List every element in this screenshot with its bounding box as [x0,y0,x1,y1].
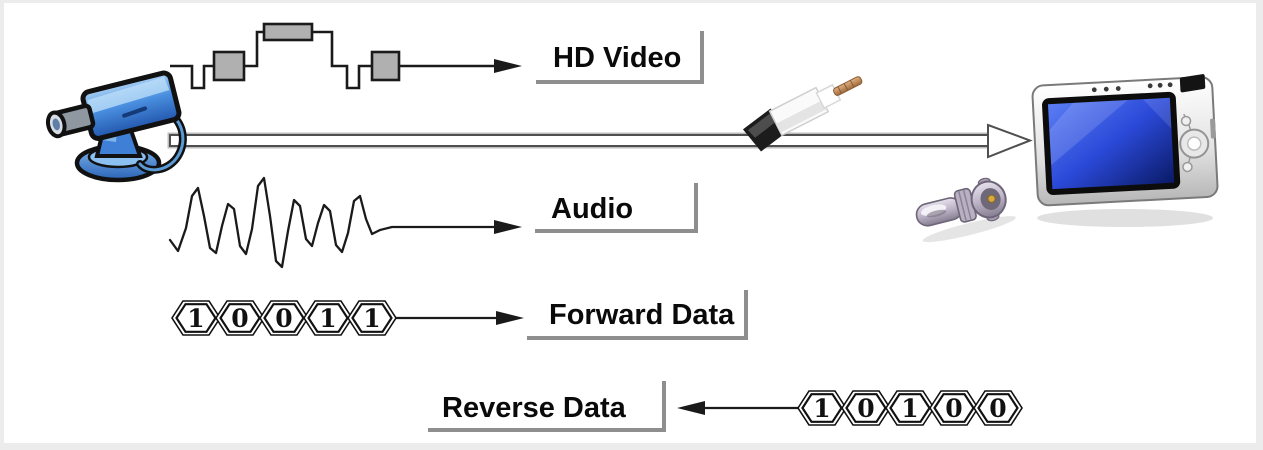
bnc-center-pin [987,194,996,203]
long-transmission-arrow [167,123,1033,159]
signal-block [262,22,314,42]
bit-hexagon: 0 [215,300,265,336]
bit-hexagon: 1 [171,300,221,336]
reverse-data-label-text: Reverse Data [442,392,626,424]
coax-cable-icon [742,76,863,152]
arrowhead-hollow [987,123,1033,159]
bit-hexagon: 1 [303,300,353,336]
bit-value: 0 [275,304,292,333]
bit-value: 1 [187,304,204,333]
bit-hexagon: 1 [797,390,847,426]
bit-hexagon: 0 [973,390,1023,426]
bit-hexagon: 1 [885,390,935,426]
monitor-side-button [1210,118,1216,139]
bit-value: 0 [989,394,1006,423]
arrowhead [496,311,524,325]
forward-bits: 1 0 0 1 1 [171,300,524,336]
monitor-top-buttons [1091,82,1173,93]
arrowhead [494,59,522,73]
arrowhead-left [677,401,705,415]
signal-block [212,50,246,82]
bit-value: 0 [857,394,874,423]
coax-center-conductor [833,76,863,96]
hd-video-label-text: HD Video [553,42,682,74]
monitor-icon [1031,74,1219,227]
signal-block [370,50,401,82]
bit-value: 1 [901,394,918,423]
bit-value: 1 [813,394,830,423]
monitor-button [1180,115,1192,127]
camera-icon [45,70,187,183]
hd-signal-waveform-icon [170,22,522,90]
bnc-connector-icon [915,177,1016,243]
audio-waveform-icon [168,176,522,269]
reverse-bits: 1 0 1 0 0 [677,390,1023,426]
bit-value: 0 [231,304,248,333]
monitor-ir-window [1179,74,1206,93]
forward-data-label: Forward Data [527,290,748,340]
bit-hexagon: 0 [841,390,891,426]
monitor-button [1182,161,1193,173]
bit-hexagon: 0 [259,300,309,336]
reverse-data-label: Reverse Data [428,381,666,432]
bit-hexagon: 1 [347,300,397,336]
bit-value: 1 [363,304,380,333]
audio-label: Audio [535,183,698,233]
forward-data-label-text: Forward Data [549,299,735,331]
audio-label-text: Audio [551,193,634,225]
bit-value: 0 [945,394,962,423]
arrowhead [494,220,522,234]
camera-body [45,70,182,141]
bit-hexagon: 0 [929,390,979,426]
bit-value: 1 [319,304,336,333]
diagram-canvas [4,3,1256,443]
monitor-screen [1047,97,1175,190]
hd-video-label: HD Video [536,31,704,84]
